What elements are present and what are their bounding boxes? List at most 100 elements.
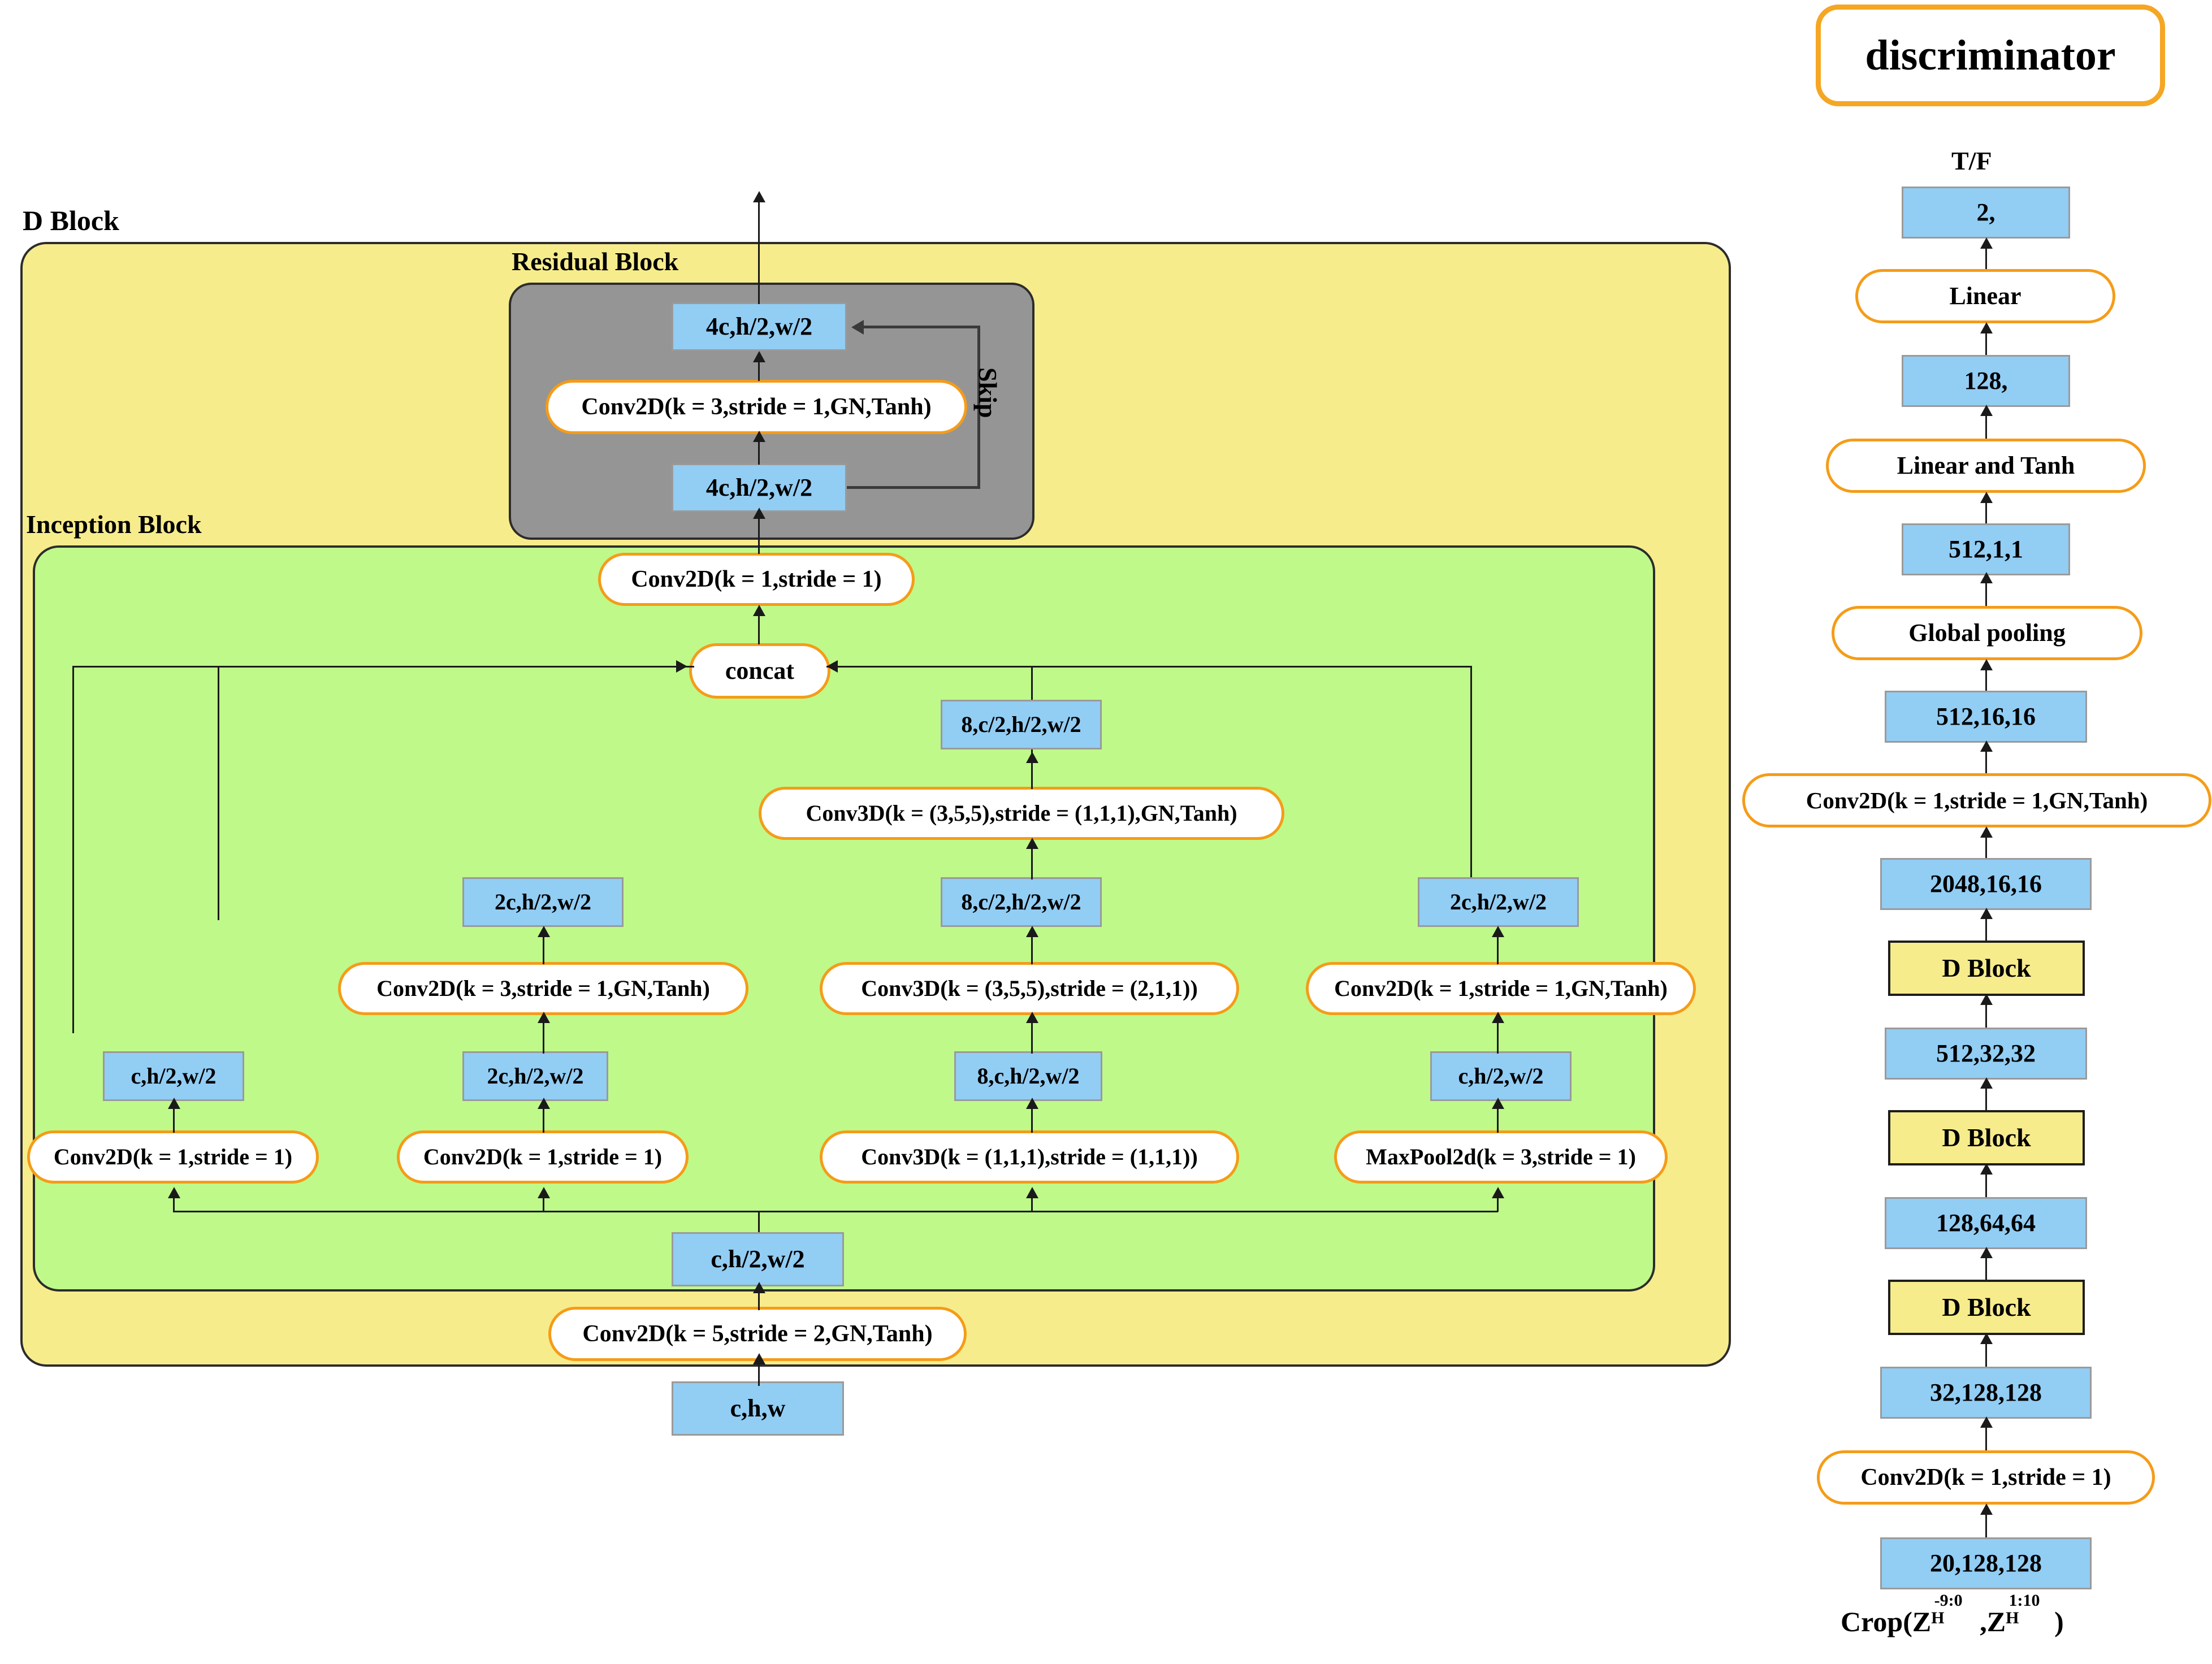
arrow-up-icon bbox=[753, 508, 765, 519]
conn-b3-tmid-to-optop bbox=[1031, 843, 1033, 879]
fanout-riser-b1 bbox=[173, 1193, 175, 1212]
skip-bottom-line bbox=[847, 486, 980, 489]
branch4-riser bbox=[1470, 666, 1472, 920]
conn-r9 bbox=[1985, 999, 1987, 1030]
conn-b2-opmid-to-tmid bbox=[543, 931, 544, 964]
right-node-op-global-pooling[interactable]: Global pooling bbox=[1832, 606, 2142, 660]
branch4-tensor-bottom: c,h/2,w/2 bbox=[1430, 1051, 1572, 1101]
conn-r3 bbox=[1985, 497, 1987, 529]
right-node-dblock-1[interactable]: D Block bbox=[1888, 941, 2085, 996]
branch2-riser bbox=[218, 666, 219, 920]
branch3-op-top[interactable]: Conv3D(k = (3,5,5),stride = (1,1,1),GN,T… bbox=[759, 787, 1284, 840]
arrow-up-icon bbox=[753, 1353, 765, 1364]
right-node-tensor-128-64-64: 128,64,64 bbox=[1885, 1197, 2087, 1249]
arrow-up-icon bbox=[1980, 1503, 1993, 1515]
skip-vertical-line bbox=[977, 328, 980, 489]
arrow-up-icon bbox=[1980, 1247, 1993, 1258]
concat-node[interactable]: concat bbox=[689, 643, 830, 699]
right-node-tensor-32-128-128: 32,128,128 bbox=[1880, 1367, 2092, 1419]
arrow-up-icon bbox=[1980, 572, 1993, 583]
right-node-tensor-20-128-128: 20,128,128 bbox=[1880, 1537, 2092, 1589]
conn-b3-optop-to-ttop bbox=[1031, 757, 1033, 789]
conn-r11 bbox=[1985, 1169, 1987, 1199]
arrow-up-icon bbox=[1980, 1416, 1993, 1428]
branch3-op-bottom[interactable]: Conv3D(k = (1,1,1),stride = (1,1,1)) bbox=[820, 1130, 1239, 1184]
branch4-tensor-mid: 2c,h/2,w/2 bbox=[1418, 877, 1579, 927]
branch4-op-bottom[interactable]: MaxPool2d(k = 3,stride = 1) bbox=[1334, 1130, 1668, 1184]
conn-b3-opbot-to-tbot bbox=[1031, 1103, 1033, 1133]
dblock-input-tensor: c,h,w bbox=[672, 1381, 844, 1436]
inception-head-conv-op[interactable]: Conv2D(k = 1,stride = 1) bbox=[598, 553, 915, 606]
conn-r13 bbox=[1985, 1338, 1987, 1369]
right-node-tensor-128: 128, bbox=[1902, 355, 2070, 407]
inception-block-label: Inception Block bbox=[26, 510, 202, 539]
fanout-riser-b3 bbox=[1031, 1193, 1033, 1212]
arrow-up-icon bbox=[1026, 1187, 1038, 1198]
conn-b2-opbot-to-tbot bbox=[543, 1103, 544, 1133]
arrow-up-icon bbox=[538, 1098, 550, 1109]
arrow-up-icon bbox=[1492, 926, 1504, 937]
residual-conv-op[interactable]: Conv2D(k = 3,stride = 1,GN,Tanh) bbox=[546, 380, 967, 434]
conn-r1 bbox=[1985, 328, 1987, 361]
arrow-up-icon bbox=[1980, 322, 1993, 333]
arrow-up-icon bbox=[753, 191, 765, 202]
right-node-op-conv2d-gn-tanh[interactable]: Conv2D(k = 1,stride = 1,GN,Tanh) bbox=[1742, 773, 2211, 827]
arrow-left-icon bbox=[826, 660, 838, 673]
arrow-right-icon bbox=[676, 660, 687, 673]
right-node-dblock-2[interactable]: D Block bbox=[1888, 1110, 2085, 1165]
conn-resbottom-to-resconv bbox=[758, 436, 760, 465]
arrow-up-icon bbox=[1980, 405, 1993, 416]
arrow-up-icon bbox=[1492, 1012, 1504, 1023]
right-node-dblock-3[interactable]: D Block bbox=[1888, 1280, 2085, 1335]
conn-b3-tbot-to-opmid bbox=[1031, 1017, 1033, 1054]
residual-output-tensor: 4c,h/2,w/2 bbox=[672, 302, 847, 351]
conn-b2-tbot-to-opmid bbox=[543, 1017, 544, 1054]
conn-b1-opbot-to-tbot bbox=[173, 1103, 175, 1133]
arrow-up-icon bbox=[538, 1012, 550, 1023]
branch2-tensor-mid: 2c,h/2,w/2 bbox=[462, 877, 624, 927]
right-node-op-conv2d[interactable]: Conv2D(k = 1,stride = 1) bbox=[1817, 1450, 2155, 1505]
conn-b4-tbot-to-opmid bbox=[1497, 1017, 1499, 1054]
skip-arrowhead-icon bbox=[851, 320, 864, 335]
branch-fanout-bus bbox=[173, 1211, 1498, 1212]
fanout-riser-b4 bbox=[1497, 1193, 1499, 1212]
arrow-up-icon bbox=[753, 431, 765, 442]
branch2-op-bottom[interactable]: Conv2D(k = 1,stride = 1) bbox=[397, 1130, 689, 1184]
branch4-op-mid[interactable]: Conv2D(k = 1,stride = 1,GN,Tanh) bbox=[1306, 962, 1696, 1015]
right-node-op-linear[interactable]: Linear bbox=[1855, 269, 2115, 323]
arrow-up-icon bbox=[1980, 659, 1993, 670]
branch3-tensor-top: 8,c/2,h/2,w/2 bbox=[941, 700, 1102, 749]
conn-r10 bbox=[1985, 1083, 1987, 1111]
conn-resconv-to-restop bbox=[758, 357, 760, 381]
conn-b4-opbot-to-tbot bbox=[1497, 1103, 1499, 1133]
arrow-up-icon bbox=[1980, 908, 1993, 919]
conn-r0 bbox=[1985, 243, 1987, 277]
branch1-op-bottom[interactable]: Conv2D(k = 1,stride = 1) bbox=[27, 1130, 319, 1184]
arrow-up-icon bbox=[1980, 492, 1993, 503]
branch2-tensor-bottom: 2c,h/2,w/2 bbox=[462, 1051, 608, 1101]
branch1-tensor-bottom: c,h/2,w/2 bbox=[103, 1051, 244, 1101]
conn-r12 bbox=[1985, 1253, 1987, 1281]
conn-input-to-stemconv bbox=[758, 1359, 760, 1386]
conn-dblock-output bbox=[758, 197, 760, 304]
conn-r15 bbox=[1985, 1509, 1987, 1540]
skip-label: Skip bbox=[973, 367, 1002, 418]
arrow-up-icon bbox=[1980, 1163, 1993, 1175]
residual-input-tensor: 4c,h/2,w/2 bbox=[672, 463, 847, 512]
conn-b3-opmid-to-tmid bbox=[1031, 931, 1033, 964]
arrow-up-icon bbox=[753, 351, 765, 362]
arrow-up-icon bbox=[1980, 1077, 1993, 1089]
conn-r2 bbox=[1985, 410, 1987, 442]
arrow-up-icon bbox=[1492, 1187, 1504, 1198]
right-node-tensor-2: 2, bbox=[1902, 187, 2070, 239]
inception-input-tensor: c,h/2,w/2 bbox=[672, 1232, 844, 1286]
branch3-op-mid[interactable]: Conv3D(k = (3,5,5),stride = (2,1,1)) bbox=[820, 962, 1239, 1015]
arrow-up-icon bbox=[1980, 237, 1993, 249]
right-node-op-linear-tanh[interactable]: Linear and Tanh bbox=[1826, 439, 2146, 493]
concat-bus-right bbox=[826, 666, 1472, 668]
conn-r6 bbox=[1985, 746, 1987, 778]
d-block-panel-label: D Block bbox=[23, 205, 119, 236]
branch2-op-mid[interactable]: Conv2D(k = 3,stride = 1,GN,Tanh) bbox=[338, 962, 748, 1015]
